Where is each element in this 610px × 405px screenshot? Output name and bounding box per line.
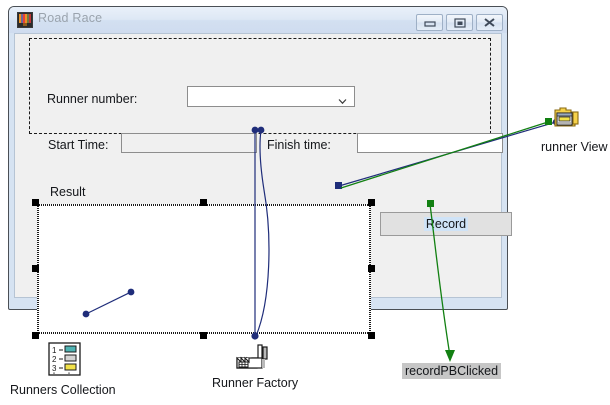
runner-number-combobox[interactable] [187,86,355,107]
resize-handle-middle-right[interactable] [368,265,375,272]
resize-handle-middle-left[interactable] [32,265,39,272]
chevron-down-icon [338,93,347,105]
start-time-label: Start Time: [48,138,109,152]
finish-time-field[interactable] [357,133,503,153]
road-race-window: Road Race Runner number: [8,6,512,339]
finish-time-label: Finish time: [267,138,331,152]
balloon-icon [17,12,33,28]
resize-handle-top-left[interactable] [32,199,39,206]
window-title: Road Race [38,11,103,25]
resize-handle-bottom-center[interactable] [200,332,207,339]
runners-collection-label: Runners Collection [10,383,116,397]
svg-text:3: 3 [52,364,57,373]
runner-view-label: runner View [541,140,608,154]
record-pb-clicked-label: recordPBClicked [402,363,502,379]
resize-handle-top-center[interactable] [200,199,207,206]
record-button-label: Record [423,217,469,231]
runner-factory-label: Runner Factory [212,376,299,390]
form-window-icon[interactable] [553,105,583,133]
resize-handle-top-right[interactable] [368,199,375,206]
result-label: Result [50,185,86,199]
start-time-field[interactable] [121,133,257,153]
window-titlebar[interactable]: Road Race [9,7,507,33]
svg-text:2: 2 [52,355,57,364]
close-button[interactable] [476,14,503,31]
list-collection-icon[interactable]: 1 2 3 [47,341,83,377]
svg-text:1: 1 [52,346,57,355]
minimize-button[interactable] [416,14,443,31]
factory-icon[interactable] [235,344,271,374]
maximize-button[interactable] [446,14,473,31]
resize-handle-bottom-right[interactable] [368,332,375,339]
record-button[interactable]: Record [380,212,512,236]
resize-handle-bottom-left[interactable] [32,332,39,339]
result-textarea[interactable] [37,204,371,334]
runner-number-label: Runner number: [47,92,138,106]
window-client-area: Runner number: Start Time: Finish time: … [14,33,512,339]
